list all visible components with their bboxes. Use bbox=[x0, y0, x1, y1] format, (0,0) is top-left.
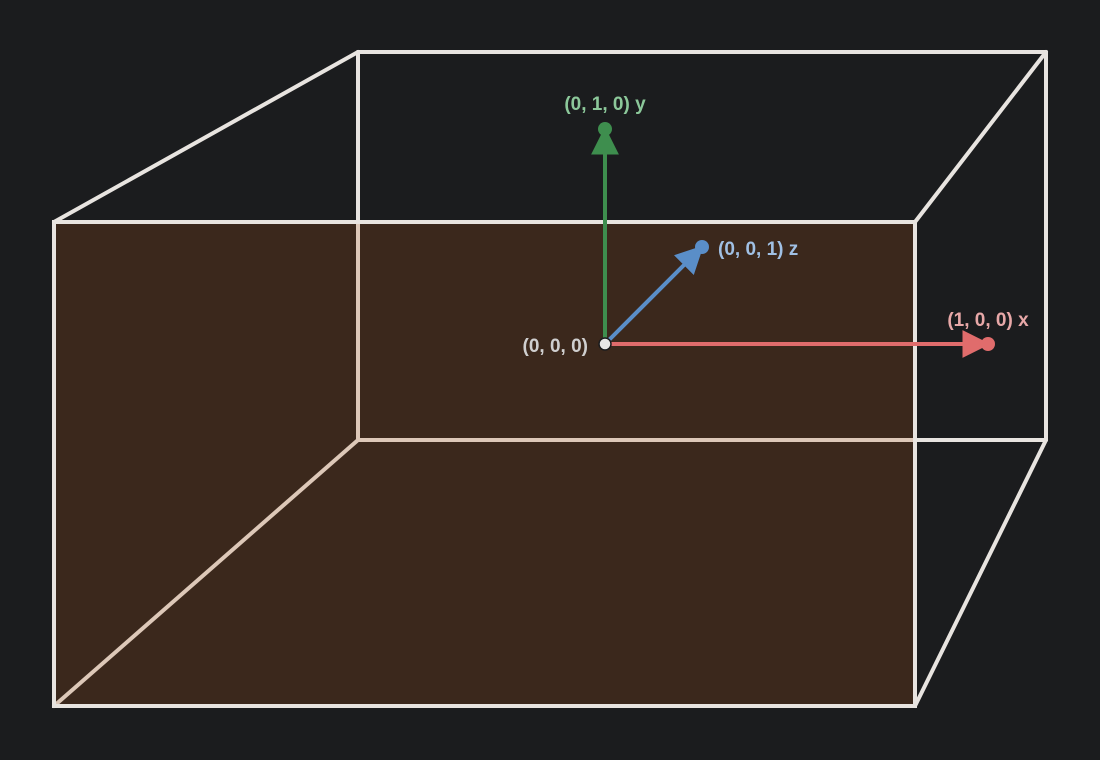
z-axis-arrow bbox=[604, 245, 704, 345]
depth-edge-top-left bbox=[52, 50, 360, 224]
origin-point bbox=[598, 337, 612, 351]
z-axis-label: (0, 0, 1) z bbox=[718, 239, 798, 260]
depth-edge-bottom-right bbox=[913, 438, 1048, 708]
front-face-outline bbox=[52, 220, 917, 708]
x-axis-tip bbox=[981, 337, 995, 351]
y-axis-label: (0, 1, 0) y bbox=[564, 94, 646, 115]
x-axis-label: (1, 0, 0) x bbox=[947, 310, 1029, 331]
depth-edge-top-right bbox=[913, 50, 1048, 224]
front-face bbox=[54, 222, 915, 706]
origin-label: (0, 0, 0) bbox=[523, 336, 588, 357]
z-axis-tip bbox=[695, 240, 709, 254]
y-axis-tip bbox=[598, 122, 612, 136]
depth-edge-bottom-left bbox=[52, 438, 360, 708]
